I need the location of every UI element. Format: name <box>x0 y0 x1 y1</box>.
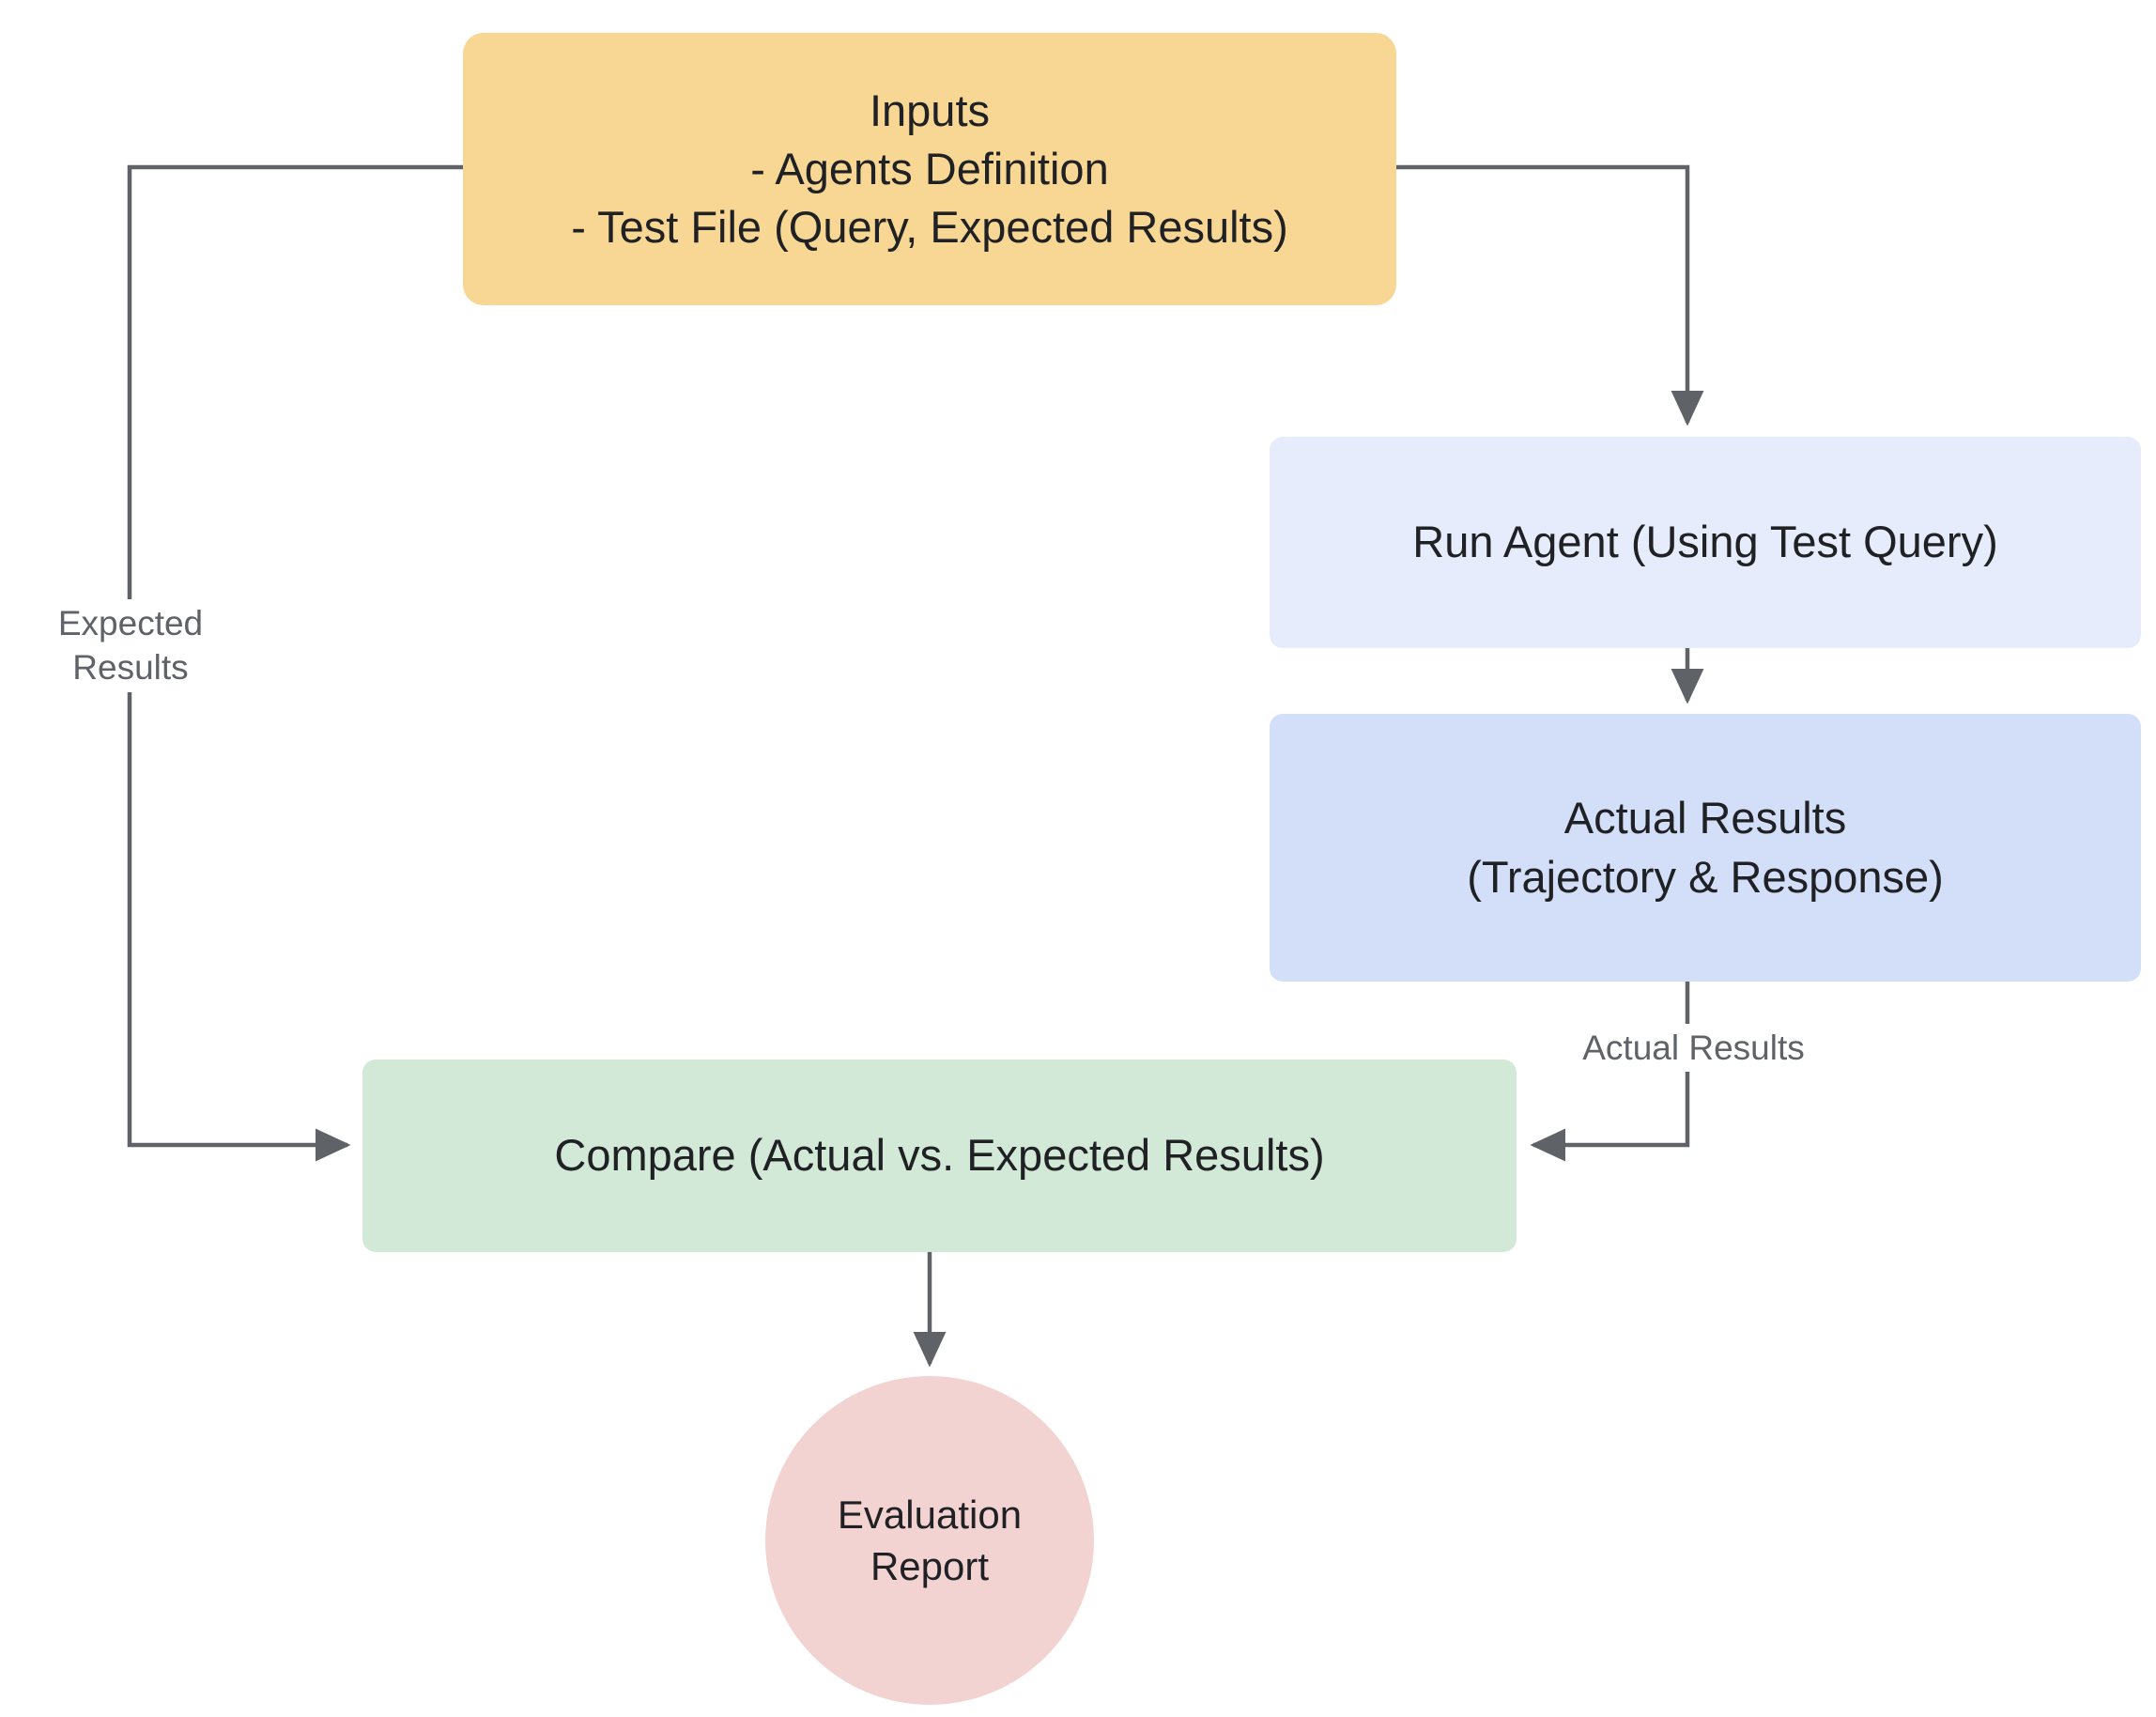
node-evaluation-report[interactable]: Evaluation Report <box>765 1376 1094 1705</box>
node-compare[interactable]: Compare (Actual vs. Expected Results) <box>362 1060 1517 1252</box>
edge-label-expected-results: Expected Results <box>17 599 244 692</box>
node-inputs[interactable]: Inputs - Agents Definition - Test File (… <box>463 33 1396 305</box>
node-run-agent[interactable]: Run Agent (Using Test Query) <box>1270 437 2141 648</box>
edge-inputs-to-run-agent <box>1396 164 1704 426</box>
edge-label-actual-results: Actual Results <box>1554 1024 1833 1073</box>
node-actual-results[interactable]: Actual Results (Trajectory & Response) <box>1270 714 2141 982</box>
